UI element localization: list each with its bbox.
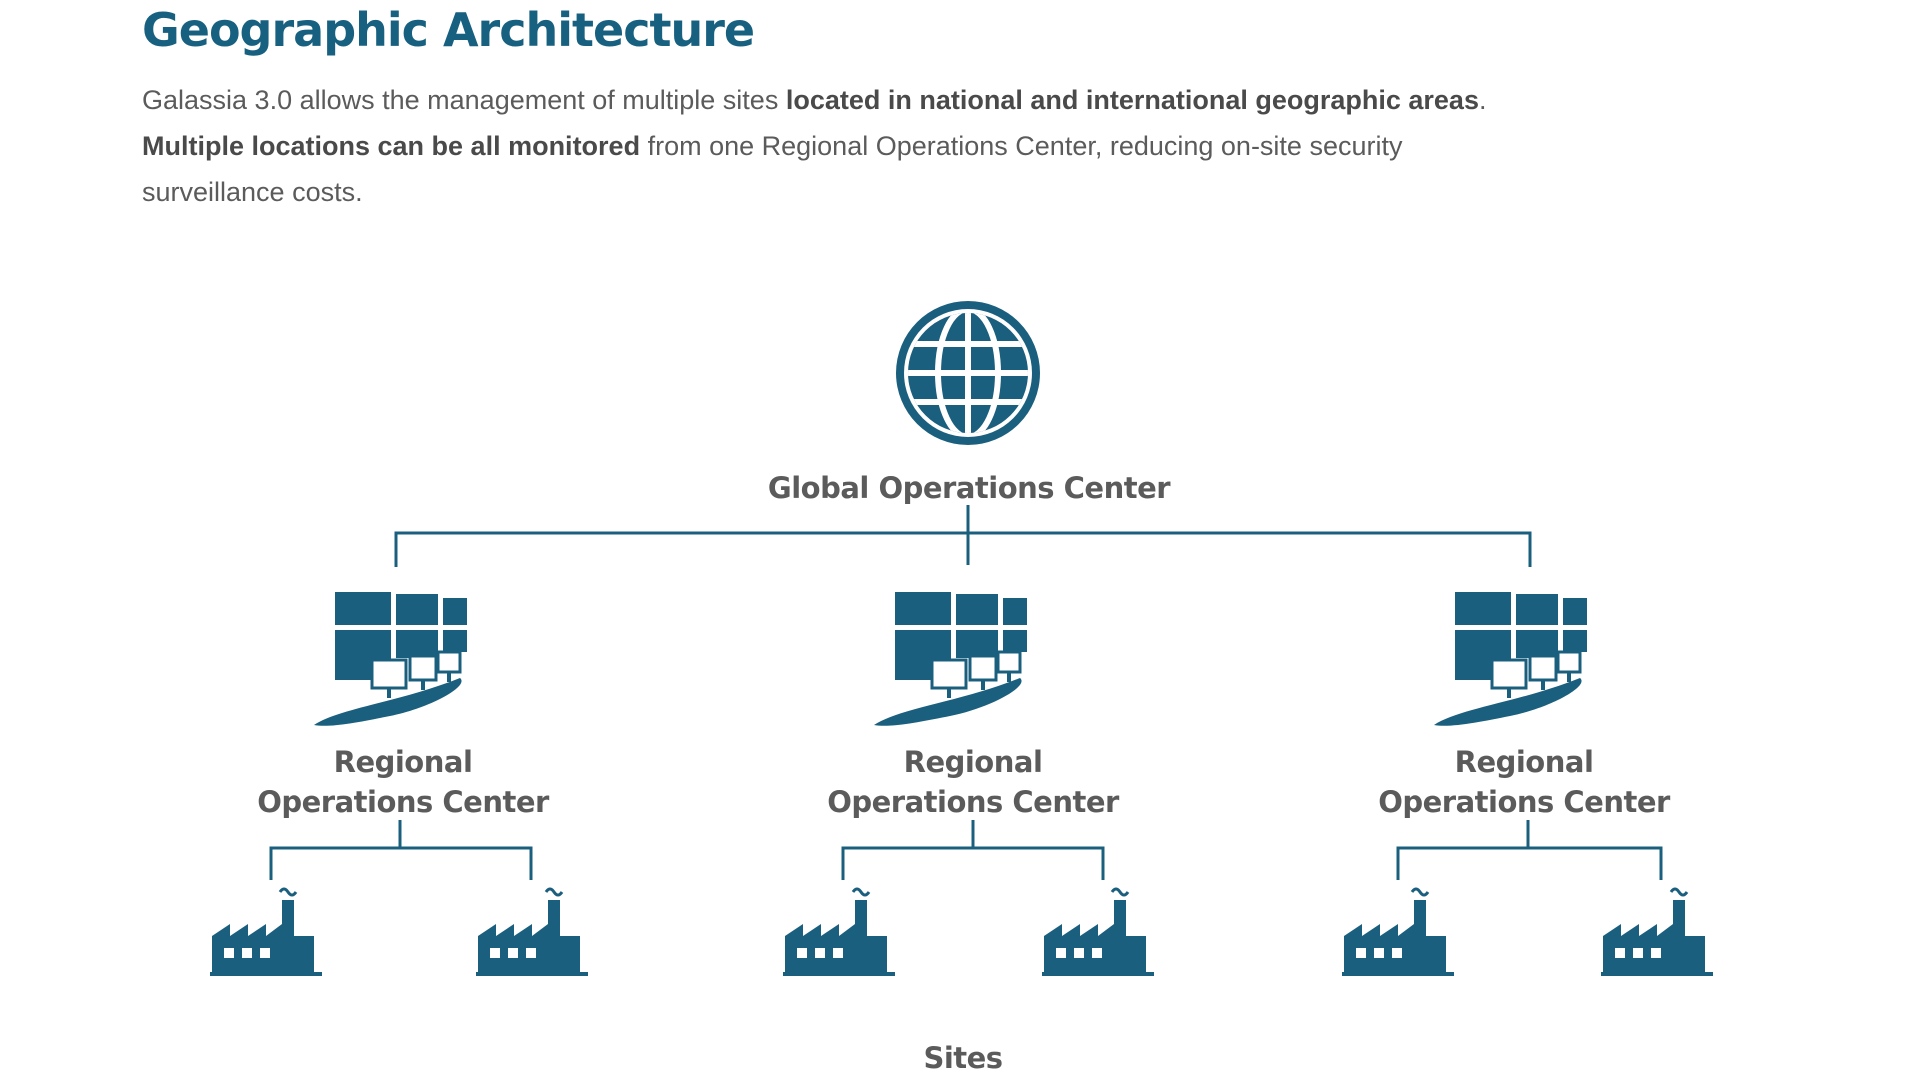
regional-3-label: Regional Operations Center	[1378, 742, 1670, 822]
factory-icon	[783, 878, 895, 976]
intro-line-3: surveillance costs.	[142, 169, 1682, 215]
control-room-icon	[1430, 590, 1595, 730]
global-connector	[394, 505, 1532, 567]
intro-line-2-emphasis: Multiple locations can be all monitored	[142, 131, 641, 161]
intro-line-2: Multiple locations can be all monitored …	[142, 123, 1682, 169]
intro-line-1-text: Galassia 3.0 allows the management of mu…	[142, 85, 786, 115]
intro-line-2-text: from one Regional Operations Center, red…	[640, 131, 1403, 161]
factory-icon	[1042, 878, 1154, 976]
sites-label: Sites	[923, 1041, 1003, 1075]
factory-icon	[1342, 878, 1454, 976]
regional-1-label-line-2: Operations Center	[257, 785, 549, 819]
intro-line-1-emphasis: located in national and international ge…	[785, 85, 1479, 115]
control-room-icon	[310, 590, 475, 730]
page-title: Geographic Architecture	[142, 3, 755, 57]
globe-icon	[893, 298, 1043, 448]
control-room-icon	[870, 590, 1035, 730]
regional-3-label-line-2: Operations Center	[1378, 785, 1670, 819]
regional-1-label: Regional Operations Center	[257, 742, 549, 822]
regional-2-site-connector	[841, 820, 1105, 880]
regional-2-label-line-1: Regional	[903, 745, 1043, 779]
regional-2-label: Regional Operations Center	[827, 742, 1119, 822]
regional-1-label-line-1: Regional	[333, 745, 473, 779]
factory-icon	[210, 878, 322, 976]
intro-line-1-end: .	[1478, 85, 1487, 115]
intro-paragraph: Galassia 3.0 allows the management of mu…	[142, 77, 1682, 215]
regional-3-site-connector	[1396, 820, 1663, 880]
intro-line-1: Galassia 3.0 allows the management of mu…	[142, 77, 1682, 123]
factory-icon	[476, 878, 588, 976]
global-operations-label: Global Operations Center	[767, 471, 1171, 505]
factory-icon	[1601, 878, 1713, 976]
intro-line-3-text: surveillance costs.	[142, 177, 363, 207]
regional-1-site-connector	[269, 820, 533, 880]
regional-3-label-line-1: Regional	[1454, 745, 1594, 779]
regional-2-label-line-2: Operations Center	[827, 785, 1119, 819]
